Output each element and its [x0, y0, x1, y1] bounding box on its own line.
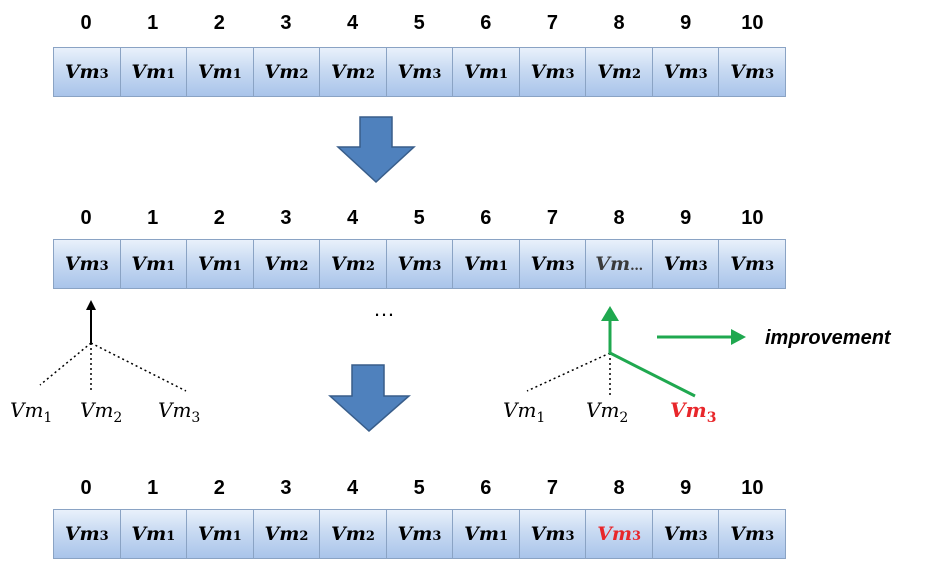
vm-cell: Vm… [586, 240, 653, 288]
ellipsis: … [373, 296, 397, 321]
left-choice-1: Vm1 [10, 398, 53, 426]
index-label: 4 [346, 12, 359, 34]
right-choice-3-selected: Vm3 [670, 398, 717, 426]
right-choice-1: Vm1 [503, 398, 546, 426]
improvement-arrowhead [731, 329, 746, 345]
right-tree-branch-1 [526, 352, 611, 392]
index-label: 10 [741, 207, 764, 229]
left-choice-3: Vm3 [158, 398, 201, 426]
right-tree-arrowhead [601, 306, 619, 321]
index-label: 7 [546, 207, 559, 229]
index-label: 2 [213, 207, 225, 229]
index-label: 7 [546, 477, 559, 499]
index-label: 10 [741, 477, 764, 499]
index-label: 4 [346, 207, 359, 229]
index-label: 0 [80, 12, 92, 34]
index-label: 10 [741, 12, 764, 34]
index-label: 9 [680, 477, 692, 499]
index-label: 1 [147, 207, 159, 229]
index-label: 9 [680, 12, 692, 34]
index-label: 5 [413, 12, 425, 34]
index-label: 7 [546, 12, 559, 34]
index-label: 4 [346, 477, 359, 499]
index-label: 3 [280, 12, 292, 34]
left-tree-arrowhead [86, 300, 96, 310]
right-tree-improvement-path [608, 317, 696, 398]
index-label: 5 [413, 207, 425, 229]
index-label: 2 [213, 12, 225, 34]
left-tree-branch-3 [90, 342, 187, 392]
index-label: 6 [480, 207, 492, 229]
index-label: 5 [413, 477, 425, 499]
index-label: 0 [80, 477, 92, 499]
index-label: 8 [613, 477, 625, 499]
index-label: 2 [213, 477, 225, 499]
left-choice-2: Vm2 [80, 398, 123, 426]
index-label: 3 [280, 207, 292, 229]
left-tree-branch-1 [39, 342, 92, 386]
down-arrow-2 [328, 364, 411, 433]
down-arrow-1 [336, 116, 416, 184]
index-label: 1 [147, 12, 159, 34]
index-label: 0 [80, 207, 92, 229]
improvement-label: improvement [765, 327, 891, 349]
index-label: 6 [480, 12, 492, 34]
index-label: 8 [613, 12, 625, 34]
index-label: 6 [480, 477, 492, 499]
index-label: 8 [613, 207, 625, 229]
index-label: 3 [280, 477, 292, 499]
index-label: 9 [680, 207, 692, 229]
index-label: 1 [147, 477, 159, 499]
right-choice-2: Vm2 [586, 398, 629, 426]
